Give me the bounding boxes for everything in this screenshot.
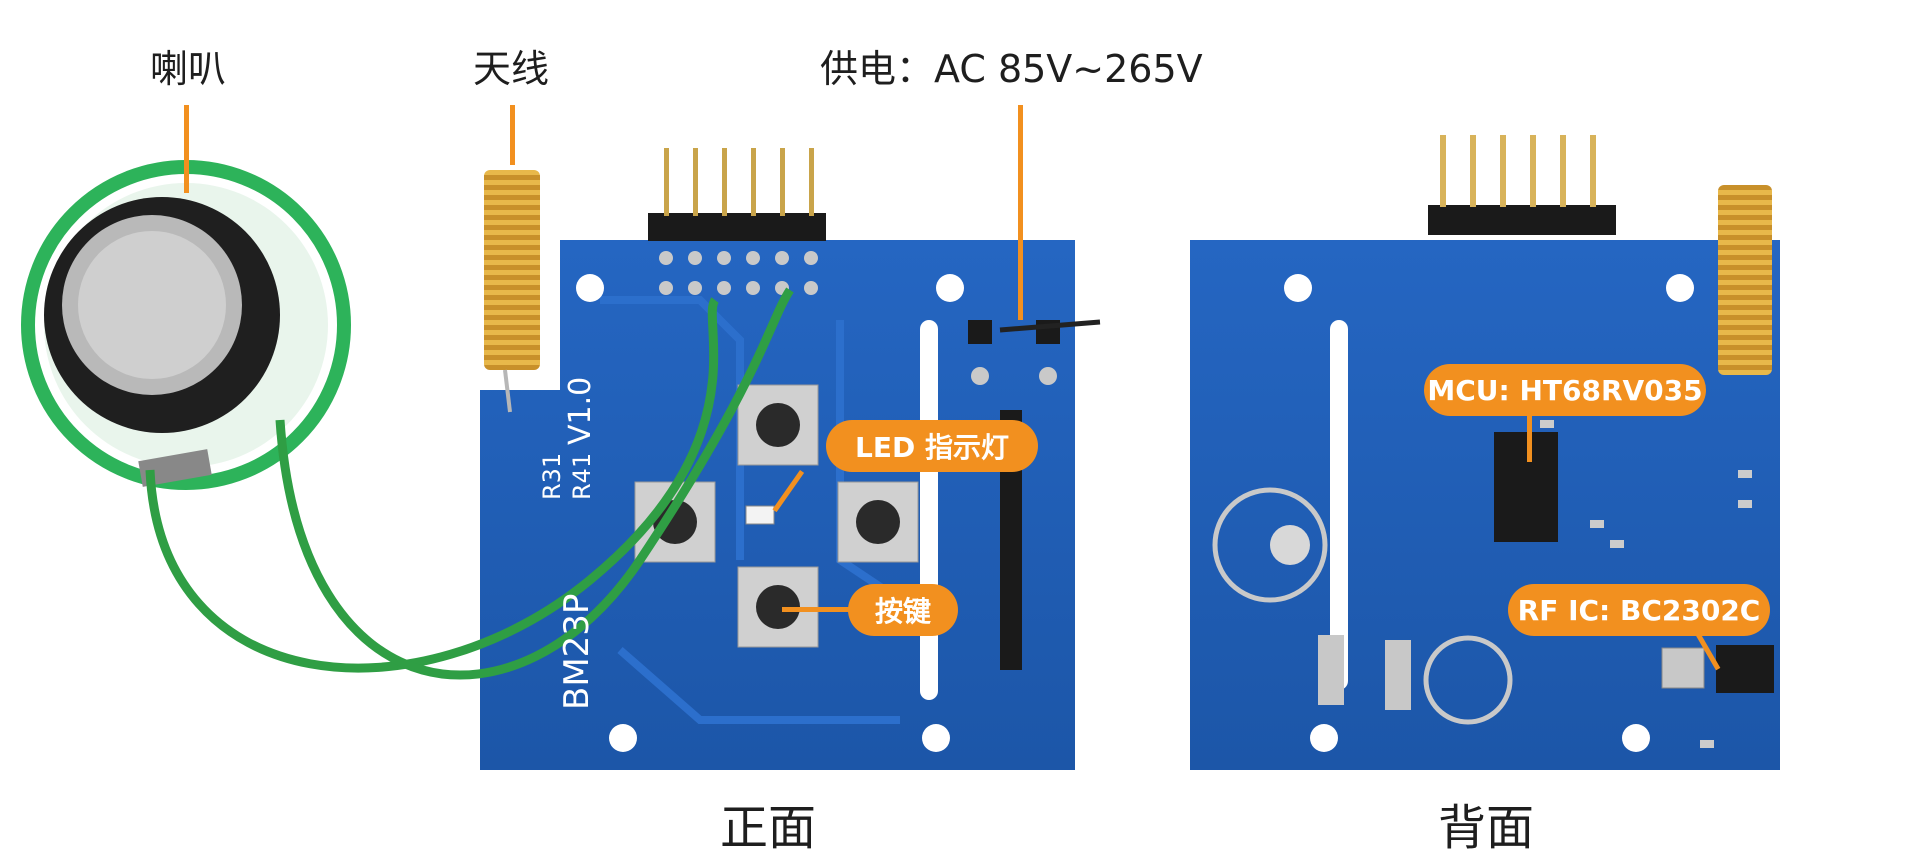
silk-r31: R31 bbox=[538, 453, 566, 500]
speaker-label: 喇叭 bbox=[150, 47, 227, 91]
tact-button-s1 bbox=[737, 384, 819, 466]
back-board bbox=[1190, 135, 1780, 770]
back-pcb bbox=[1190, 240, 1780, 770]
rf-chip bbox=[1716, 645, 1774, 693]
antenna-label: 天线 bbox=[473, 47, 550, 91]
power-callout-line bbox=[1018, 105, 1023, 320]
mcu-chip bbox=[1494, 432, 1558, 542]
back-antenna-spring bbox=[1718, 185, 1772, 375]
led-component bbox=[745, 505, 775, 525]
speaker-wire bbox=[275, 287, 794, 680]
mount-hole bbox=[922, 724, 950, 752]
button-callout: 按键 bbox=[848, 584, 958, 636]
speaker-wire bbox=[145, 297, 720, 673]
mount-hole bbox=[576, 274, 604, 302]
side-component bbox=[1000, 410, 1022, 670]
power-pins bbox=[968, 319, 1101, 385]
front-slot bbox=[920, 320, 938, 700]
button-callout-line bbox=[782, 607, 850, 612]
back-caption: 背面 bbox=[1438, 800, 1535, 856]
mcu-callout-line bbox=[1527, 414, 1532, 462]
front-caption: 正面 bbox=[720, 800, 817, 856]
mount-hole bbox=[936, 274, 964, 302]
speaker bbox=[21, 160, 351, 490]
board-version-text: V1.0 bbox=[563, 377, 598, 445]
front-pin-header bbox=[648, 148, 826, 295]
back-slot bbox=[1330, 320, 1348, 690]
led-callout: LED 指示灯 bbox=[826, 420, 1038, 472]
antenna-spring bbox=[484, 170, 540, 370]
antenna-callout-line bbox=[510, 105, 515, 165]
board-model-text: BM23P bbox=[557, 594, 597, 710]
tact-button-s4 bbox=[634, 481, 716, 563]
back-pin-header bbox=[1428, 135, 1616, 235]
rf-callout: RF IC: BC2302C bbox=[1508, 584, 1770, 636]
tact-button-s3 bbox=[837, 481, 919, 563]
mcu-callout: MCU: HT68RV035 bbox=[1424, 364, 1706, 416]
mount-hole bbox=[609, 724, 637, 752]
power-label: 供电：AC 85V~265V bbox=[820, 47, 1203, 91]
speaker-callout-line bbox=[184, 105, 189, 193]
silk-r41: R41 bbox=[568, 453, 596, 500]
